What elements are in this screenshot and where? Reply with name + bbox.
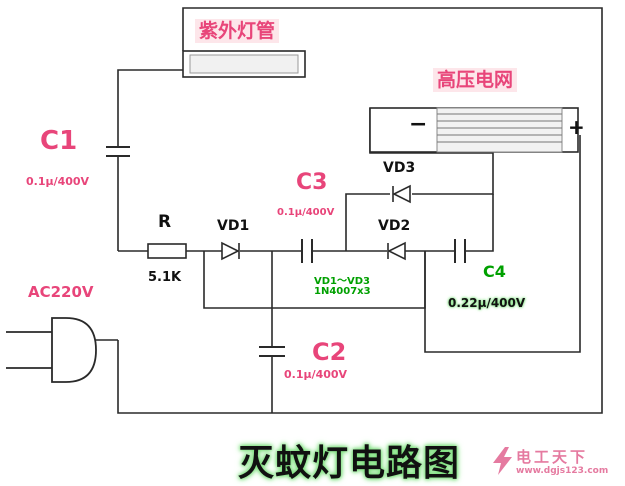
diode-vd3	[392, 184, 411, 204]
c4-right-wire	[465, 194, 494, 252]
uv-tube-label: 紫外灯管	[195, 19, 280, 43]
capacitor-c1	[106, 146, 130, 157]
ac-plug-icon	[6, 317, 97, 383]
grid-return-wire	[424, 135, 581, 353]
resistor-r	[147, 243, 187, 259]
diode-vd1	[221, 241, 240, 261]
vd3-left-wire	[345, 193, 390, 251]
resistor-label: R	[158, 212, 172, 232]
watermark-url: www.dgjs123.com	[516, 466, 609, 476]
hv-grid-label: 高压电网	[433, 68, 518, 92]
watermark-text: 电工天下	[516, 448, 589, 466]
vd1-label: VD1	[217, 218, 250, 234]
diode-vd2	[387, 241, 406, 261]
watermark-bolt-icon	[493, 447, 512, 475]
diode-note-line2: 1N4007x3	[314, 286, 371, 297]
capacitor-c2	[259, 346, 285, 357]
resistor-value: 5.1K	[148, 270, 182, 285]
outer-loop-wire	[117, 7, 603, 414]
hv-grid	[369, 107, 579, 153]
hv-grid-minus: −	[409, 112, 428, 137]
c1-value: 0.1μ/400V	[26, 175, 90, 188]
c1-label: C1	[40, 126, 78, 156]
c3-value: 0.1μ/400V	[277, 207, 335, 218]
diagram-title: 灭蚊灯电路图	[238, 443, 461, 484]
c4-label: C4	[483, 262, 506, 281]
c4-value: 0.22μ/400V	[448, 296, 526, 310]
diode-note-line1: VD1～VD3	[314, 276, 370, 287]
c2-value: 0.1μ/400V	[284, 368, 348, 381]
vd3-label: VD3	[383, 160, 416, 176]
ac-voltage-label: AC220V	[28, 283, 94, 301]
hv-grid-plus: +	[568, 115, 585, 139]
c1-top-wire	[117, 69, 183, 147]
capacitor-c4	[454, 239, 466, 263]
lower-return-wire	[203, 251, 272, 309]
c3-label: C3	[296, 170, 328, 195]
vd2-label: VD2	[378, 218, 411, 234]
uv-tube	[182, 50, 306, 78]
c2-label: C2	[312, 338, 347, 366]
capacitor-c3	[301, 239, 313, 263]
